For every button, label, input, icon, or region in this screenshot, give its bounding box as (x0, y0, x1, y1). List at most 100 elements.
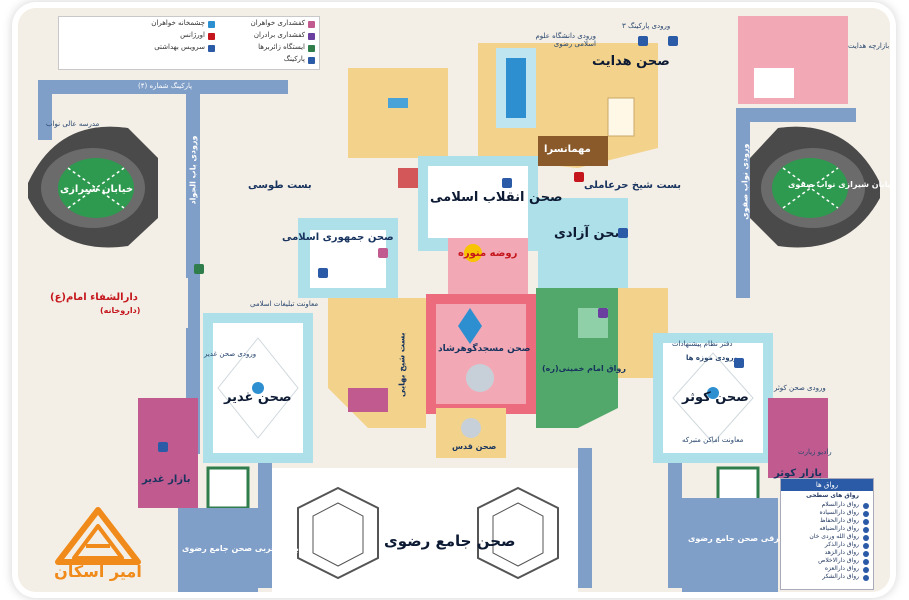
bus-stop-icon (194, 264, 204, 274)
restroom-icon (618, 228, 628, 238)
label-vorudi-daneshgah: ورودی دانشگاه علوم اسلامی رضوی (535, 32, 596, 48)
jame-right-ornament (477, 486, 559, 580)
ravagh-legend: رواق ها رواق های سطحی رواق دارالسلام روا… (780, 478, 874, 590)
legend-item: ایستگاه زائربرها (258, 43, 305, 51)
legend-item: کفشداری برادران (253, 31, 305, 39)
label-bast-gharbi: بست غربی صحن جامع رضوی (182, 544, 299, 553)
dar-al-shafa-area (38, 278, 188, 328)
ravagh-item: رواق دارالاخلاص (818, 557, 859, 564)
label-sahn-jomhouri: صحن جمهوری اسلامی (282, 232, 394, 243)
label-parking-4: پارکینگ شماره (۴) (138, 82, 193, 90)
label-bast-tousi: بست طوسی (248, 180, 312, 191)
label-rowzeh-monavvareh: روضه منوره (458, 248, 518, 259)
road-bab-javad (186, 94, 200, 454)
ravagh-dot-icon (863, 535, 869, 541)
ravagh-item: رواق دارالشکر (822, 573, 859, 580)
parking-icon (638, 36, 648, 46)
ravagh-item: رواق دارالضیافه (819, 525, 859, 532)
ravagh-dot-icon (863, 559, 869, 565)
label-ravagh-imam-khomeini: رواق امام خمینی(ره) (542, 364, 626, 373)
label-sahn-kowsar: صحن کوثر (682, 390, 749, 405)
shoe-storage-icon (378, 248, 388, 258)
label-dar-al-shafa: دارالشفاء امام(ع) (50, 292, 138, 303)
haram-map: کفشداری خواهران کفشداری برادران ایستگاه … (18, 8, 890, 592)
label-bazarcheh-hedayat: بازارچه هدایت (848, 42, 890, 50)
label-mehmansara: مهمانسرا (544, 144, 591, 155)
amir-eskan-logo: امیر اسکان (46, 506, 150, 586)
ravagh-item: رواق دارالسلام (821, 501, 859, 508)
legend-swatch (308, 45, 315, 52)
map-legend: کفشداری خواهران کفشداری برادران ایستگاه … (58, 16, 320, 70)
road-bottom-mid (578, 448, 592, 588)
ravagh-item: رواق دارالزهد (824, 549, 859, 556)
label-sahn-ghods: صحن قدس (452, 442, 497, 451)
logo-text: امیر اسکان (54, 562, 142, 581)
left-tunnel (28, 126, 158, 248)
label-sahn-azadi: صحن آزادی (554, 226, 628, 241)
label-vorudi-muzeh: ورودی موزه ها (686, 354, 738, 362)
ravagh-dot-icon (863, 543, 869, 549)
ravagh-dot-icon (863, 503, 869, 509)
road-navab-safavi (736, 108, 750, 298)
ravagh-item: رواق دارالذکر (824, 541, 859, 548)
right-tunnel (750, 126, 880, 248)
ravagh-legend-subtitle: رواق های سطحی (806, 492, 859, 499)
sahn-azadi (538, 198, 628, 288)
legend-item: چشمخانه خواهران (151, 19, 205, 27)
label-daftar-pishnahadat: دفتر نظام پیشنهادات (672, 340, 733, 348)
label-khiaban-shirazi: خیابان شیرازی (60, 184, 134, 195)
label-sahn-enghelab: صحن انقلاب اسلامی (430, 190, 563, 205)
ravagh-legend-title: رواق ها (781, 479, 873, 491)
restroom-icon (734, 358, 744, 368)
label-vorudi-sahn-ghadir: ورودی صحن غدیر (204, 350, 257, 358)
map-graphic (18, 8, 890, 592)
rowzeh-monavvareh (448, 238, 528, 298)
jame-left-ornament (297, 486, 379, 580)
label-sahn-jame-razavi: صحن جامع رضوی (384, 532, 516, 550)
bast-sharghi-block (682, 498, 778, 592)
label-khiaban-shirazi-right: خیابان شیرازی نواب صفوی (788, 180, 890, 189)
road-right-top (736, 108, 856, 122)
road-top-left (38, 80, 288, 94)
label-bast-sharghi: بست شرقی صحن جامع رضوی (688, 534, 810, 543)
ravagh-item: رواق دارالحفاظ (819, 517, 859, 524)
label-bazar-kowsar: بازار کوثر (774, 468, 822, 479)
ravagh-dot-icon (863, 567, 869, 573)
legend-item: اورژانس (180, 31, 205, 39)
ravagh-dot-icon (863, 575, 869, 581)
label-madreseh-navvab: مدرسه عالی نواب (46, 120, 100, 128)
bast-gharbi-block (178, 508, 258, 592)
label-bast-sheikh-bahaei: بست شیخ بهایی (397, 332, 407, 397)
label-moavenat-tablighat: معاونت تبلیغات اسلامی (250, 300, 319, 308)
emergency-icon (574, 172, 584, 182)
restroom-icon (502, 178, 512, 188)
legend-swatch (208, 45, 215, 52)
label-vorudi-sahn-kowsar: ورودی صحن کوثر (774, 384, 826, 392)
shoe-storage-icon (598, 308, 608, 318)
road-left-stub (38, 80, 52, 140)
road-bottom-right (668, 448, 682, 588)
restroom-icon (158, 442, 168, 452)
legend-swatch (208, 33, 215, 40)
legend-item: پارکینگ (283, 55, 305, 63)
label-bab-javad: ورودی باب الجواد (188, 135, 198, 205)
label-vorudi-parking-3: ورودی پارکینگ ۳ (622, 22, 671, 30)
ravagh-item: رواق دارالسیاده (819, 509, 859, 516)
label-sahn-ghadir: صحن غدیر (224, 390, 292, 405)
legend-item: کفشداری خواهران (250, 19, 305, 27)
label-sahn-hedayat: صحن هدایت (592, 54, 670, 69)
ravagh-dot-icon (863, 511, 869, 517)
legend-swatch (308, 33, 315, 40)
label-navab-safavi: ورودی نواب صفوی (740, 143, 750, 220)
bazar-kowsar (768, 398, 828, 478)
label-daroukhaneh: (داروخانه) (100, 306, 141, 315)
restroom-icon (318, 268, 328, 278)
label-bazar-ghadir: بازار غدیر (142, 474, 191, 485)
legend-item: سرویس بهداشتی (154, 43, 205, 51)
logo-mark-icon (55, 507, 141, 565)
label-moavenat-amaken: معاونت اماکن متبرکه (682, 436, 744, 444)
legend-swatch (308, 57, 315, 64)
mehmansara-block (538, 136, 608, 166)
ravagh-item: رواق دارالعزه (824, 565, 859, 572)
